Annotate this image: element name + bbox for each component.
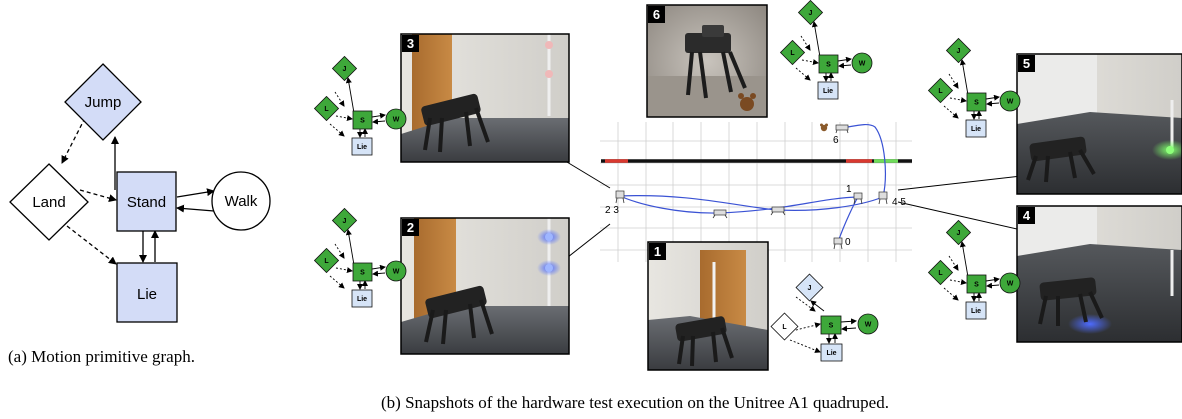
mini-jump-label: J <box>809 10 813 17</box>
mini-lie-label: Lie <box>357 144 367 151</box>
snapshot-badge-5 <box>1018 55 1035 72</box>
motion-primitive-graph: Jump Land Stand Walk Lie (a) Motion prim… <box>8 63 271 366</box>
mini-walk-label: W <box>1007 99 1014 106</box>
mini-stand-label: S <box>360 118 365 125</box>
mini-land-label: L <box>324 106 329 113</box>
node-stand: Stand <box>116 171 177 232</box>
mini-walk-label: W <box>393 117 400 124</box>
snapshot-badge-2 <box>402 219 419 236</box>
robot-3 <box>421 93 490 153</box>
robot-marker-walk-a <box>712 209 728 219</box>
snapshot-badge-3 <box>402 35 419 52</box>
snapshot-number-3: 3 <box>407 36 414 51</box>
mini-jump-label: J <box>343 66 347 73</box>
waypoint-label-6: 6 <box>833 135 839 146</box>
mini-land-label: L <box>790 50 795 57</box>
mini-walk-label: W <box>865 322 872 329</box>
mini-lie-label: Lie <box>826 350 836 357</box>
waypoint-label-0: 0 <box>845 237 851 248</box>
map-grid <box>600 122 912 262</box>
robot-5 <box>1026 136 1096 183</box>
waypoint-label-23: 2 3 <box>605 205 619 216</box>
mini-stand-label: S <box>360 270 365 277</box>
node-jump: Jump <box>64 63 142 141</box>
teddy-bear <box>738 93 756 111</box>
robot-marker-6 <box>835 124 849 134</box>
mini-stand-label: S <box>826 62 831 69</box>
node-walk-label: Walk <box>225 193 258 210</box>
robot-1 <box>675 316 734 367</box>
mini-lie-label: Lie <box>823 88 833 95</box>
snapshot-2: 2 <box>400 217 570 355</box>
robot-markers <box>615 123 888 250</box>
mini-graph-6: J L S W Lie <box>780 0 872 99</box>
node-jump-label: Jump <box>85 94 122 111</box>
robot-marker-0 <box>833 237 843 250</box>
caption-a: (a) Motion primitive graph. <box>8 347 195 366</box>
mini-graph-5: J L S W Lie <box>928 38 1020 137</box>
mini-stand-label: S <box>829 323 834 330</box>
mini-lie-label: Lie <box>357 296 367 303</box>
snapshot-1: 1 <box>647 241 769 371</box>
node-lie-label: Lie <box>137 286 157 303</box>
mini-stand-label: S <box>974 282 979 289</box>
robot-standing <box>685 25 747 99</box>
mini-lie-label: Lie <box>971 308 981 315</box>
snapshot-number-4: 4 <box>1023 208 1031 223</box>
robot-4 <box>1038 277 1104 326</box>
mini-graph-4: J L S W Lie <box>928 220 1020 319</box>
mini-walk-label: W <box>393 269 400 276</box>
snapshot-6: 6 <box>646 4 768 118</box>
robot-marker-walk-b <box>770 206 786 216</box>
mini-graph-1: J L S W Lie <box>770 273 879 362</box>
snapshot-badge-1 <box>649 243 666 260</box>
trajectory-map: 0 1 2 3 4 5 6 <box>600 122 912 262</box>
node-lie: Lie <box>116 262 178 323</box>
robot-2 <box>424 285 494 345</box>
node-land-label: Land <box>32 194 65 211</box>
mini-land-label: L <box>938 270 943 277</box>
mini-land-label: L <box>938 88 943 95</box>
robot-marker-23 <box>615 190 625 204</box>
snapshot-number-6: 6 <box>653 7 660 22</box>
mini-graph-2: J L S W Lie <box>314 208 406 307</box>
waypoint-label-1: 1 <box>846 184 852 195</box>
graph-edges <box>61 117 215 265</box>
teddy-bear-icon <box>820 123 828 132</box>
mini-jump-label: J <box>957 48 961 55</box>
mini-walk-label: W <box>1007 281 1014 288</box>
snapshot-number-1: 1 <box>654 244 661 259</box>
snapshot-4: 4 <box>1016 205 1182 343</box>
node-walk: Walk <box>211 171 271 231</box>
snapshot-5: 5 <box>1016 53 1182 195</box>
caption-b: (b) Snapshots of the hardware test execu… <box>381 393 889 412</box>
waypoint-labels: 0 1 2 3 4 5 6 <box>605 135 906 248</box>
mini-land-label: L <box>324 258 329 265</box>
snapshot-number-5: 5 <box>1023 56 1030 71</box>
robot-marker-1 <box>853 192 863 205</box>
snapshot-3: 3 <box>400 33 570 163</box>
node-stand-label: Stand <box>127 194 166 211</box>
mini-stand-label: S <box>974 100 979 107</box>
mini-walk-label: W <box>859 61 866 68</box>
mini-land-label: L <box>782 324 787 331</box>
node-land: Land <box>9 163 89 241</box>
mini-graph-3: J L S W Lie <box>314 56 406 155</box>
snapshot-number-2: 2 <box>407 220 414 235</box>
mini-jump-label: J <box>343 218 347 225</box>
snapshot-badge-6 <box>648 6 665 23</box>
snapshot-badge-4 <box>1018 207 1035 224</box>
mini-jump-label: J <box>808 285 812 292</box>
mini-jump-label: J <box>957 230 961 237</box>
mini-lie-label: Lie <box>971 126 981 133</box>
robot-marker-45 <box>878 191 888 205</box>
